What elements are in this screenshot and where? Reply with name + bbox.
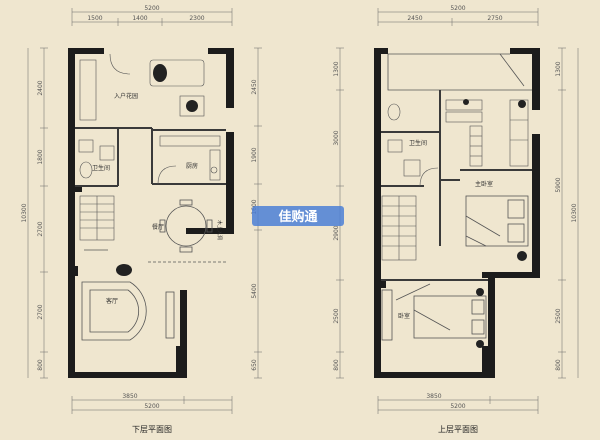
- lower-stairs: [79, 195, 115, 241]
- lower-living-sofa: [81, 249, 175, 341]
- lower-floor-title: 下层平面图: [132, 425, 172, 434]
- room-label-kitchen: 厨房: [186, 162, 198, 170]
- upper-top-dimension-lines: [377, 8, 539, 26]
- lower-left-dim-5: 800: [37, 359, 44, 371]
- lower-entry-garden-furniture: [79, 53, 205, 121]
- watermark: 佳购通: [252, 206, 344, 226]
- upper-right-dim-3: 2500: [555, 308, 562, 323]
- upper-balcony-outline: [387, 53, 532, 91]
- lower-floor-plan: 5200 1500 1400 2300 2400 1800 2700 2700 …: [21, 5, 262, 434]
- upper-bottom-dimension-lines: [377, 396, 539, 414]
- upper-right-dim-4: 800: [555, 359, 562, 371]
- upper-walls: [374, 48, 540, 378]
- lower-right-dim-2: 1900: [251, 147, 258, 162]
- lower-interior-walls: [75, 127, 226, 187]
- upper-right-dim-2: 5900: [555, 177, 562, 192]
- lower-right-dim-4: 5400: [251, 283, 258, 298]
- lower-left-total: 10300: [21, 203, 28, 222]
- watermark-badge: [252, 206, 344, 226]
- lower-left-dimension-lines: [27, 47, 48, 379]
- lower-right-dim-1: 2450: [251, 79, 258, 94]
- upper-stairs: [381, 195, 417, 261]
- room-label-living: 客厅: [106, 297, 118, 305]
- upper-bedroom-bed: [381, 283, 487, 348]
- lower-walls: [68, 48, 234, 378]
- lower-top-seg-1: 1500: [87, 15, 102, 22]
- upper-top-seg-2: 2750: [487, 15, 502, 22]
- room-label-void-note: 木上入洞: [216, 220, 223, 240]
- lower-bottom-total: 5200: [144, 403, 159, 410]
- upper-left-dim-5: 800: [333, 359, 340, 371]
- lower-left-dim-3: 2700: [37, 221, 44, 236]
- upper-right-total: 10300: [571, 203, 578, 222]
- upper-wardrobes: [445, 99, 529, 167]
- lower-top-total: 5200: [144, 5, 159, 12]
- lower-left-dim-4: 2700: [37, 304, 44, 319]
- watermark-text: 佳购通: [278, 209, 317, 225]
- room-label-master-bedroom: 主卧室: [475, 180, 493, 188]
- room-label-dining: 餐厅: [152, 223, 164, 231]
- room-label-upper-bath: 卫生间: [409, 139, 427, 147]
- lower-bottom-seg-1: 3850: [122, 393, 137, 400]
- upper-left-dim-2: 3000: [333, 130, 340, 145]
- lower-top-seg-2: 1400: [132, 15, 147, 22]
- upper-top-seg-1: 2450: [407, 15, 422, 22]
- upper-bottom-total: 5200: [450, 403, 465, 410]
- upper-top-total: 5200: [450, 5, 465, 12]
- upper-right-dimension-lines: [558, 47, 579, 379]
- lower-right-dim-5: 650: [251, 359, 258, 371]
- room-label-bedroom: 卧室: [398, 312, 410, 320]
- upper-left-dim-4: 2500: [333, 308, 340, 323]
- lower-bath-fixtures: [78, 139, 115, 179]
- upper-right-dim-1: 1300: [555, 61, 562, 76]
- lower-kitchen-fixtures: [157, 135, 221, 185]
- lower-top-seg-3: 2300: [189, 15, 204, 22]
- upper-floor-title: 上层平面图: [438, 425, 478, 434]
- lower-left-dim-2: 1800: [37, 149, 44, 164]
- lower-left-dim-1: 2400: [37, 80, 44, 95]
- upper-bottom-seg-1: 3850: [426, 393, 441, 400]
- lower-top-dimension-lines: [71, 8, 233, 26]
- upper-bath-fixtures: [387, 103, 439, 187]
- upper-master-bed: [465, 195, 529, 261]
- lower-dining-table: [148, 199, 226, 263]
- upper-floor-plan: 5200 2450 2750 1300 3000 2900 2500 800: [333, 5, 579, 434]
- room-label-entry-garden: 入户花园: [114, 92, 138, 100]
- upper-interior-walls: [381, 90, 532, 281]
- upper-left-dim-1: 1300: [333, 61, 340, 76]
- room-label-lower-bath: 卫生间: [92, 164, 110, 172]
- upper-left-dim-3: 2900: [333, 225, 340, 240]
- lower-bottom-dimension-lines: [71, 396, 233, 414]
